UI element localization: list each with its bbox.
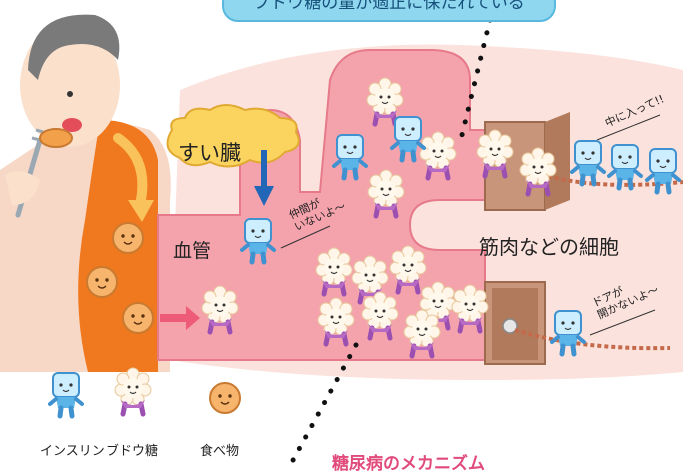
food-char <box>122 302 154 334</box>
food-char <box>86 266 118 298</box>
legend-food-icon <box>209 382 241 414</box>
bite-food <box>39 128 73 148</box>
person-hair <box>28 14 120 80</box>
pancreas-label: すい臓 <box>178 141 241 165</box>
digestion-arrow <box>113 133 148 210</box>
legend-glucose-icon <box>115 368 151 414</box>
upper-door <box>545 112 570 210</box>
diagram-caption: 糖尿病のメカニズム <box>332 454 485 474</box>
rope-lower <box>514 328 671 351</box>
status-banner: ブドウ糖の量が適正に保たれている <box>222 0 556 22</box>
legend-insulin-label: インスリン <box>40 444 105 459</box>
legend-glucose-label: ブドウ糖 <box>106 444 159 459</box>
person-hand <box>5 171 40 205</box>
muscle-cell-label: 筋肉などの細胞 <box>479 235 619 259</box>
legend-insulin-icon <box>50 373 82 416</box>
food-char <box>112 222 144 254</box>
legend-food-label: 食べ物 <box>200 444 240 459</box>
blood-vessel-label: 血管 <box>173 240 212 262</box>
dotted-line-bottom <box>289 342 359 465</box>
